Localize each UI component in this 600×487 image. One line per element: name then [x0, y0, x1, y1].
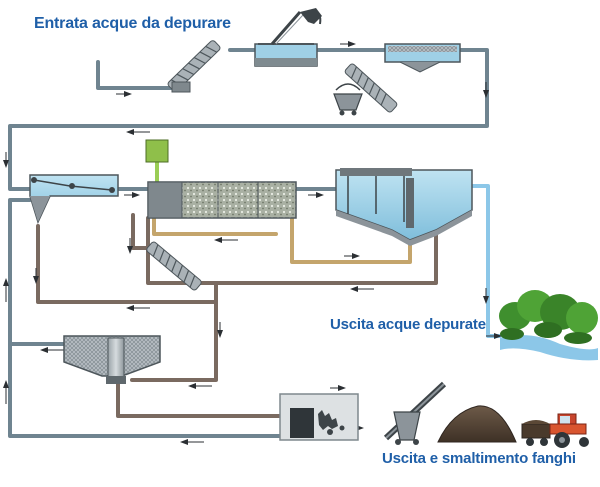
degreaser-tank — [384, 43, 461, 73]
aeration-tank — [145, 139, 297, 219]
pipe-thickener-feed — [130, 281, 218, 382]
flow-arrow-icon — [132, 192, 140, 198]
grit-chamber — [254, 8, 322, 67]
flow-arrow-icon — [352, 253, 360, 259]
pipe-clarifier-return — [290, 208, 412, 264]
flow-arrow-icon — [348, 41, 356, 47]
screw-screen — [167, 40, 221, 93]
flow-arrow-icon — [127, 246, 133, 254]
sludge-thickener — [63, 335, 161, 384]
sludge-screw — [146, 241, 202, 291]
flow-arrow-icon — [483, 296, 489, 304]
flow-arrow-icon — [40, 347, 48, 353]
flow-arrow-icon — [338, 385, 346, 391]
sludge-outlet-label: Uscita e smaltimento fanghi — [382, 450, 576, 467]
flow-arrow-icon — [188, 383, 196, 389]
flow-arrow-icon — [350, 286, 358, 292]
flow-arrow-icon — [3, 160, 9, 168]
pipe-thickener-to-press — [116, 382, 287, 418]
flow-arrow-icon — [483, 90, 489, 98]
flow-arrow-icon — [124, 91, 132, 97]
pipe-clean-water — [470, 184, 502, 338]
pipe-network — [8, 48, 502, 438]
pipe-inlet — [96, 60, 180, 90]
tractor-icon — [521, 413, 589, 448]
trees-icon — [499, 290, 598, 361]
blower-icon — [145, 139, 169, 163]
grit-classifier — [333, 63, 398, 116]
flow-arrow-icon — [217, 330, 223, 338]
inlet-label: Entrata acque da depurare — [34, 15, 231, 32]
pipe-primary-sludge — [36, 224, 218, 304]
flow-arrow-icon — [180, 439, 188, 445]
secondary-clarifier — [335, 168, 473, 246]
sludge-press-icon — [393, 411, 421, 441]
sludge-pile — [437, 405, 517, 443]
flow-arrow-icon — [126, 305, 134, 311]
primary-settling-tank — [29, 174, 119, 225]
pipe-excess-sludge — [131, 213, 152, 250]
pipe-left-return — [8, 198, 287, 438]
flow-arrow-icon — [316, 192, 324, 198]
dumpster-icon — [333, 93, 363, 111]
flow-arrow-icon — [214, 237, 222, 243]
flow-arrow-icon — [3, 278, 9, 286]
flow-arrows — [3, 41, 502, 445]
sludge-press — [383, 381, 447, 445]
flow-arrow-icon — [126, 129, 134, 135]
water-outlet-label: Uscita acque depurate — [330, 316, 486, 333]
pipe-main-loop — [8, 48, 489, 191]
dewatering-building — [279, 393, 359, 441]
flow-arrow-icon — [3, 380, 9, 388]
flow-arrow-icon — [494, 333, 502, 339]
flow-arrow-icon — [33, 276, 39, 284]
